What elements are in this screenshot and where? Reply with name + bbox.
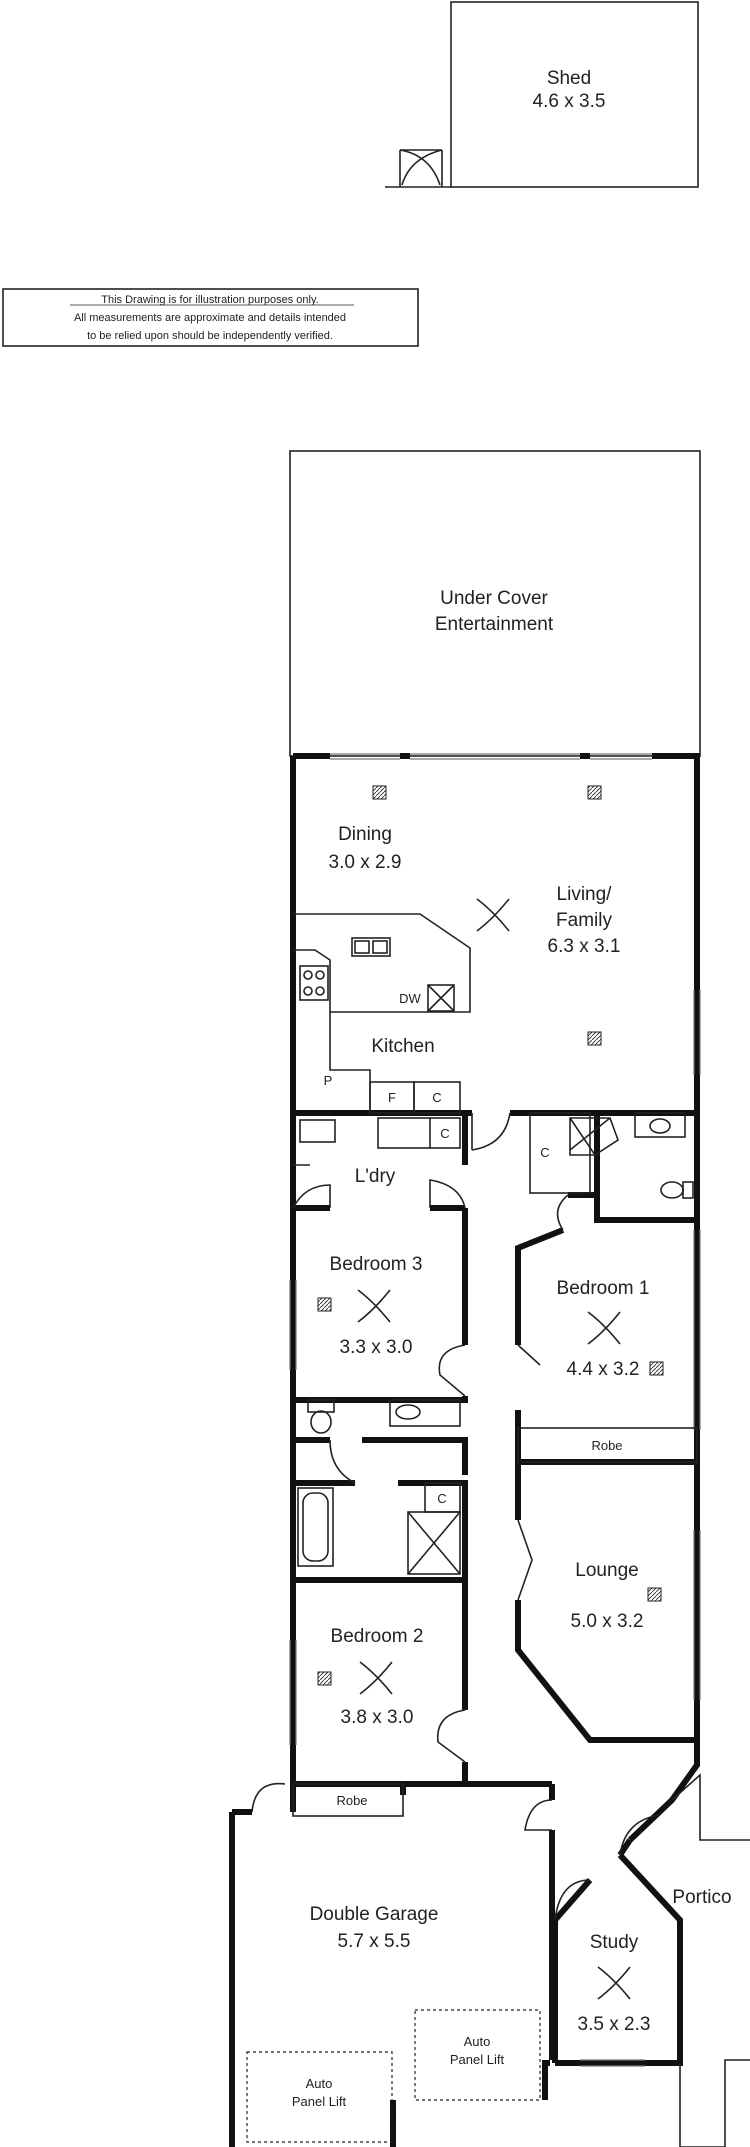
shed: Shed 4.6 x 3.5 [385,1,699,188]
heater-vents [317,785,664,1686]
study-label: Study [590,1932,639,1953]
bathroom-fixtures: C [297,1399,461,1575]
passage-cupboard-label: C [540,1145,549,1160]
shed-label: Shed [547,68,591,89]
ceiling-fan-icon [587,1311,621,1345]
ceiling-fan-icon [359,1661,393,1695]
lounge-label: Lounge [575,1560,638,1581]
garage-label: Double Garage [310,1904,439,1925]
bedroom3-label: Bedroom 3 [330,1254,423,1275]
pantry-label: P [324,1073,333,1088]
living-label-1: Living/ [557,884,613,905]
lounge-size: 5.0 x 3.2 [571,1611,644,1632]
ceiling-fan-icon [476,898,510,932]
heater-vent-icon [587,1031,602,1046]
panel-lift-2-line-2: Panel Lift [450,2052,505,2067]
dining-label: Dining [338,824,392,845]
house-walls [229,753,700,2147]
laundry-label: L'dry [355,1166,396,1187]
bedroom2-size: 3.8 x 3.0 [341,1707,414,1728]
study-size: 3.5 x 2.3 [578,2014,651,2035]
portico [671,1773,750,2147]
heater-vent-icon [587,785,602,800]
heater-vent-icon [649,1361,664,1376]
ensuite-fixtures: C [529,1112,694,1199]
bedroom1-robe-label: Robe [591,1438,622,1453]
disclaimer-line-2: All measurements are approximate and det… [74,312,346,324]
heater-vent-icon [317,1671,332,1686]
laundry-fixtures: C [293,1117,461,1166]
kitchen-cupboard-label: C [432,1090,441,1105]
living-label-2: Family [556,910,612,931]
disclaimer-line-1: This Drawing is for illustration purpose… [101,294,318,306]
living-size: 6.3 x 3.1 [548,936,621,957]
room-labels: Dining 3.0 x 2.9 Living/ Family 6.3 x 3.… [310,824,732,2035]
fridge-label: F [388,1090,396,1105]
kitchen-label: Kitchen [371,1036,434,1057]
heater-vent-icon [372,785,387,800]
bath-cupboard-label: C [437,1491,446,1506]
door-swings [251,1112,661,1921]
under-cover-entertainment: Under Cover Entertainment [289,450,701,757]
under-cover-label-1: Under Cover [440,588,548,609]
portico-label: Portico [672,1887,731,1908]
bedroom3-size: 3.3 x 3.0 [340,1337,413,1358]
bedroom2-label: Bedroom 2 [331,1626,424,1647]
disclaimer-box: This Drawing is for illustration purpose… [2,288,419,347]
shed-size: 4.6 x 3.5 [533,91,606,112]
door-swing-icon [399,149,443,187]
dishwasher-label: DW [399,991,421,1006]
bedroom2-robe-label: Robe [336,1793,367,1808]
garage-panel-lifts: Auto Panel Lift Auto Panel Lift [246,2009,541,2143]
ceiling-fans [357,898,631,2000]
panel-lift-2-line-1: Auto [464,2034,491,2049]
under-cover-label-2: Entertainment [435,614,554,635]
ceiling-fan-icon [357,1289,391,1323]
heater-vent-icon [317,1297,332,1312]
dining-size: 3.0 x 2.9 [329,852,402,873]
bedroom1-size: 4.4 x 3.2 [567,1359,640,1380]
windows [289,753,701,2067]
kitchen-fixtures: DW F C P [293,913,471,1114]
laundry-cupboard-label: C [440,1126,449,1141]
robes: Robe Robe [292,1427,698,1817]
panel-lift-1-line-1: Auto [306,2076,333,2091]
panel-lift-1-line-2: Panel Lift [292,2094,347,2109]
disclaimer-line-3: to be relied upon should be independentl… [87,330,333,342]
bedroom1-label: Bedroom 1 [557,1278,650,1299]
ceiling-fan-icon [597,1966,631,2000]
garage-size: 5.7 x 5.5 [338,1931,411,1952]
heater-vent-icon [647,1587,662,1602]
